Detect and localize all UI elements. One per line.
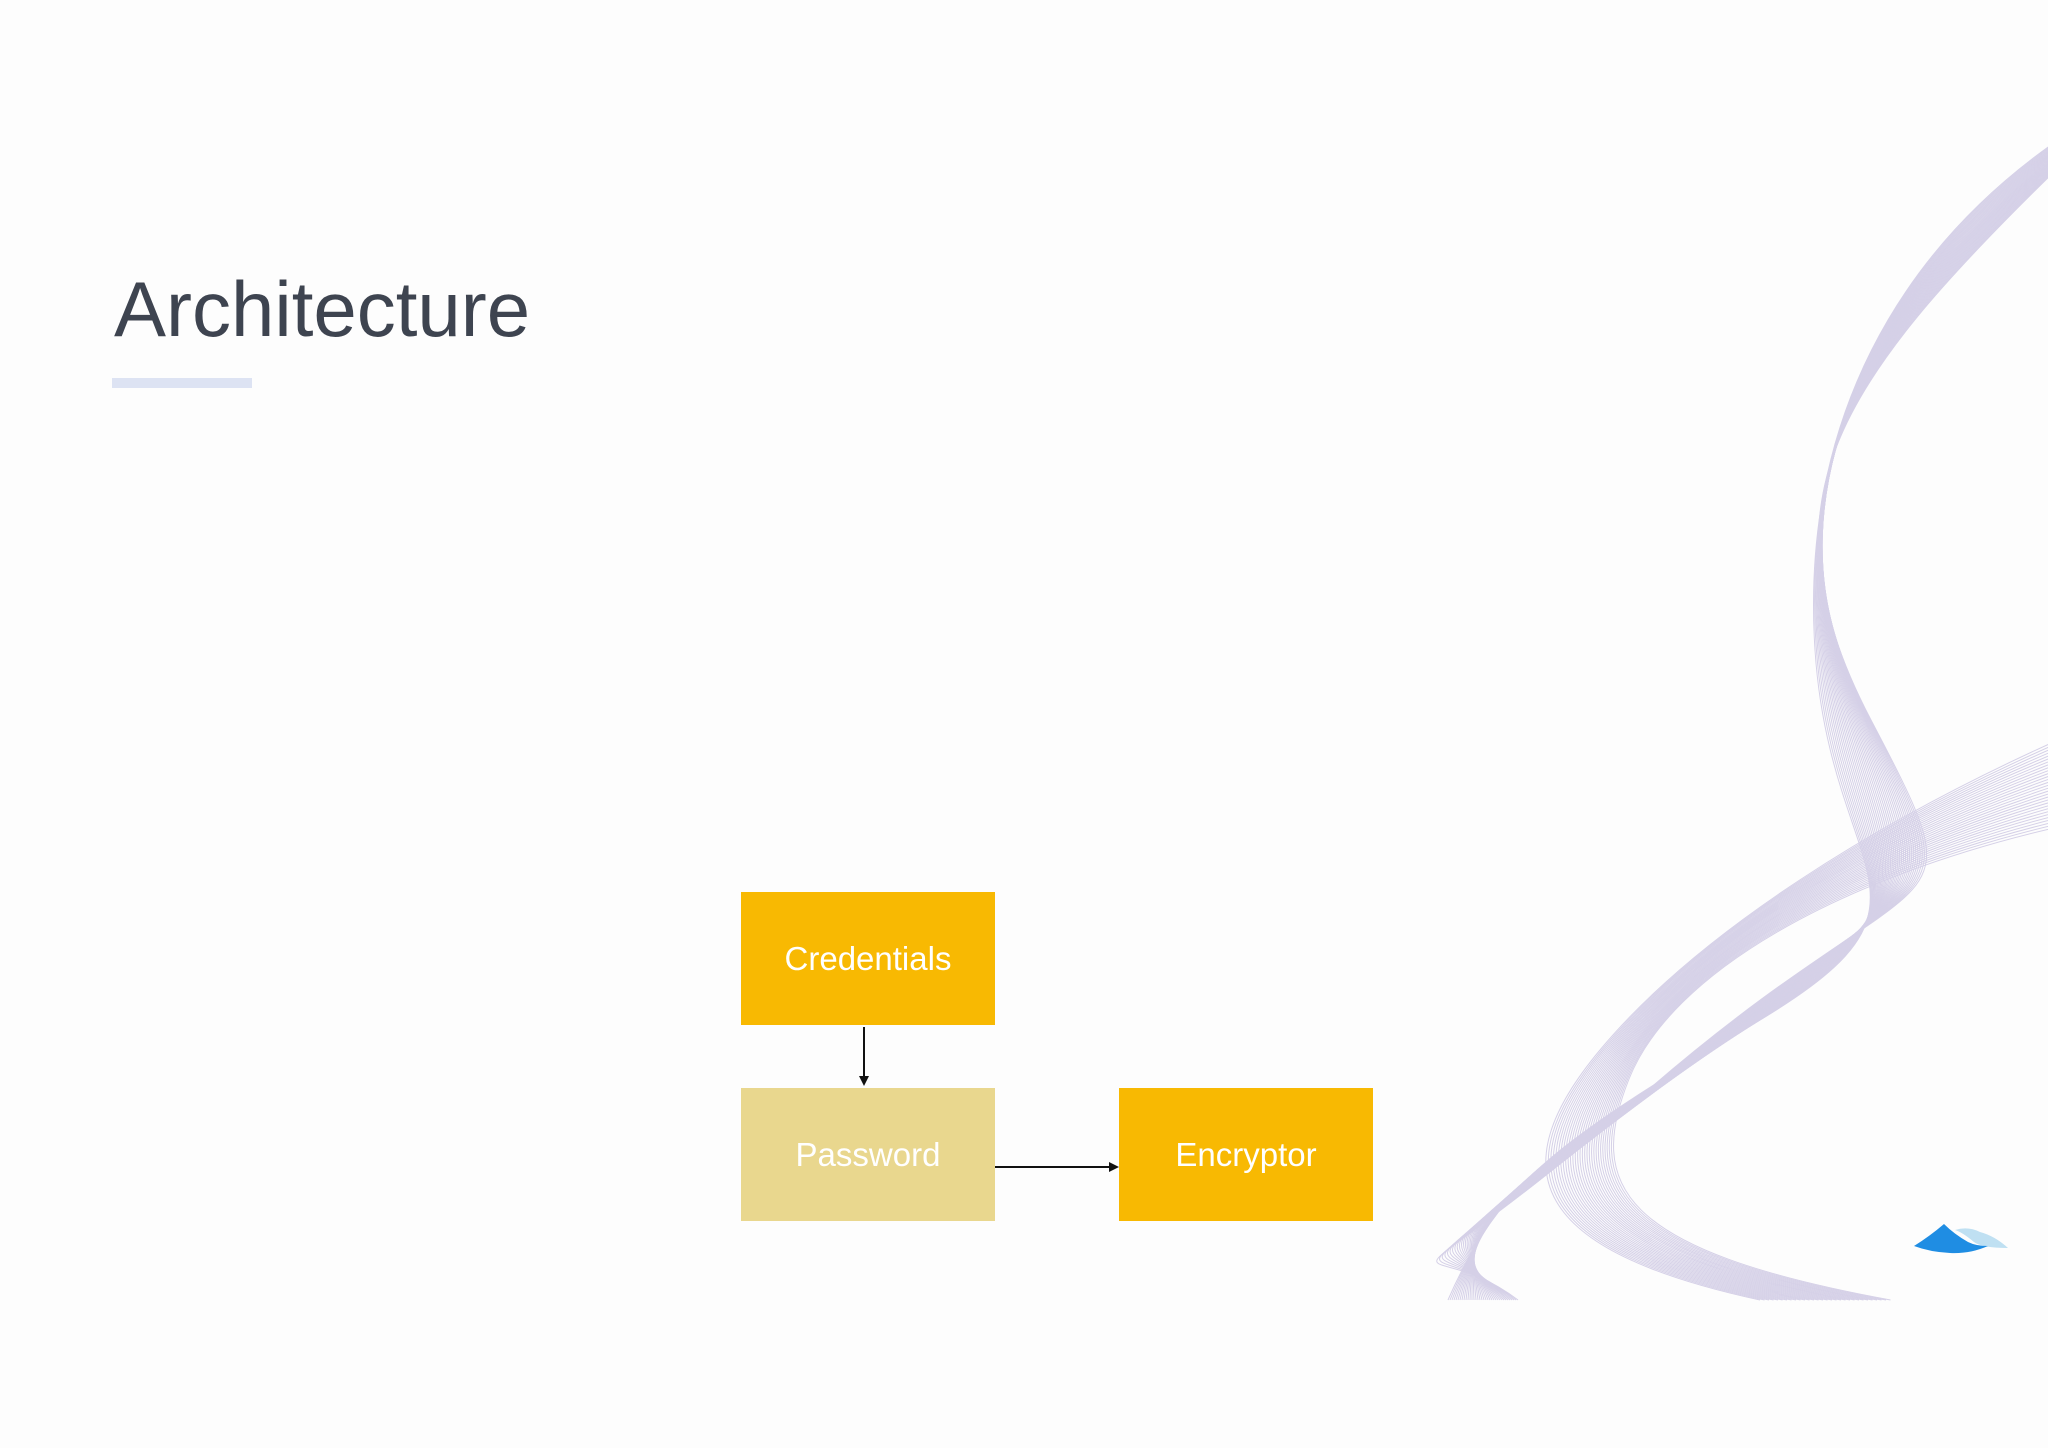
- wave-line: [1555, 755, 2048, 1301]
- wave-line: [1550, 749, 2048, 1301]
- node-encryptor-label: Encryptor: [1175, 1135, 1317, 1173]
- title-underline: [112, 378, 252, 388]
- wave-line: [1462, 167, 2048, 1301]
- wave-line: [1473, 159, 2048, 1301]
- wave-line: [1449, 172, 2048, 1301]
- wave-line: [1469, 156, 2048, 1301]
- wave-line: [1453, 149, 2048, 1301]
- wave-line: [1472, 162, 2048, 1301]
- wave-logo-icon: [1914, 1224, 2008, 1254]
- node-credentials: Credentials: [741, 892, 995, 1025]
- wave-line: [1447, 173, 2048, 1301]
- wave-line: [1438, 176, 2048, 1301]
- wave-line: [1553, 752, 2048, 1301]
- wave-line: [1465, 154, 2048, 1301]
- wave-line: [1466, 165, 2048, 1301]
- wave-line: [1457, 151, 2048, 1301]
- wave-line: [1461, 152, 2048, 1301]
- wave-line: [1468, 165, 2048, 1301]
- node-password-label: Password: [795, 1135, 941, 1173]
- wave-line: [1436, 177, 2048, 1301]
- wave-line: [1464, 166, 2048, 1301]
- wave-line: [1557, 758, 2048, 1301]
- wave-line: [1449, 147, 2048, 1301]
- page-title: Architecture: [114, 265, 531, 353]
- wave-line: [1473, 159, 2048, 1301]
- wave-line: [1455, 150, 2048, 1301]
- wave-line: [1560, 761, 2048, 1301]
- wave-line: [1471, 157, 2048, 1301]
- wave-line: [1460, 168, 2048, 1301]
- wave-line: [1452, 171, 2048, 1301]
- wave-line: [1469, 164, 2048, 1301]
- wave-line: [1467, 155, 2048, 1301]
- wave-line: [1456, 170, 2048, 1301]
- wave-line: [1444, 174, 2048, 1301]
- node-encryptor: Encryptor: [1119, 1088, 1373, 1221]
- node-credentials-label: Credentials: [784, 939, 952, 977]
- wave-line: [1451, 148, 2048, 1301]
- wave-line: [1447, 146, 2048, 1301]
- wave-line: [1458, 169, 2048, 1301]
- wave-line: [1472, 158, 2048, 1301]
- wave-line: [1454, 171, 2048, 1301]
- wave-line: [1545, 744, 2048, 1301]
- wave-line: [1441, 175, 2048, 1301]
- wave-line: [1472, 161, 2048, 1301]
- wave-line: [1470, 163, 2048, 1301]
- wave-line: [1547, 746, 2048, 1301]
- wave-line: [1459, 151, 2048, 1301]
- wave-line: [1473, 160, 2048, 1301]
- node-password: Password: [741, 1088, 995, 1221]
- wave-line: [1463, 153, 2048, 1301]
